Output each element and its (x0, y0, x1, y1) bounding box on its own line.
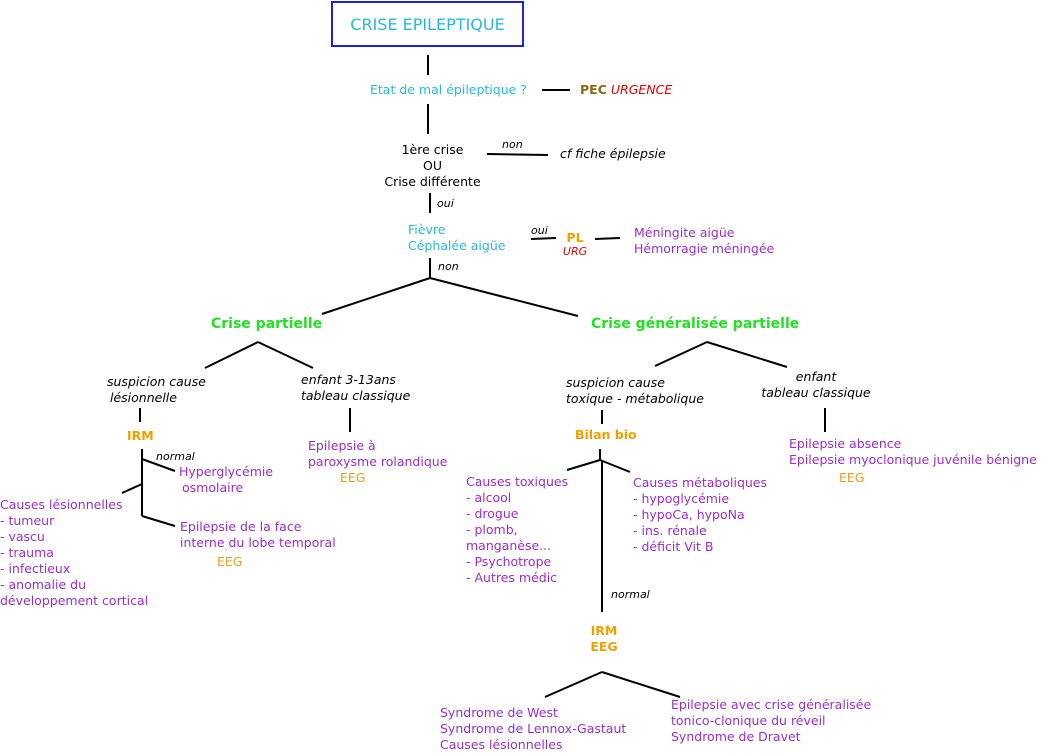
branch-line: toxique - métabolique (566, 391, 704, 406)
epilepsie-reveil-dravet: Epilepsie avec crise généralisée tonico-… (671, 697, 871, 745)
irm-eeg-label: IRM EEG (584, 623, 624, 655)
branch-line: suspicion cause (566, 375, 665, 390)
cause-line: - infectieux (0, 561, 71, 576)
rolandique-line: paroxysme rolandique (308, 454, 448, 469)
suspicion-lesionnelle: suspicion cause lésionnelle (107, 374, 206, 406)
q-etat-de-mal: Etat de mal épileptique ? (370, 82, 527, 97)
enfant-tableau-classique: enfant tableau classique (755, 369, 877, 401)
branch-line: tableau classique (761, 385, 871, 400)
causes-lesionnelles-list: Causes lésionnelles - tumeur - vascu - t… (0, 497, 148, 609)
page-title: CRISE EPILEPTIQUE (350, 14, 505, 34)
cause-line: - tumeur (0, 513, 55, 528)
irm-label-left: IRM (127, 428, 154, 443)
q-fievre-cephalee: Fièvre Céphalée aigüe (408, 222, 505, 254)
branch-line: enfant 3-13ans (301, 372, 396, 387)
eeg-label-absence: EEG (839, 470, 865, 485)
pec-label: PEC (580, 82, 607, 97)
cause-line: - vascu (0, 529, 45, 544)
q3-line: Céphalée aigüe (408, 238, 506, 253)
q2-line: OU (423, 158, 442, 173)
res2-line: tonico-clonique du réveil (671, 713, 826, 728)
q-premiere-crise: 1ère crise OU Crise différente (375, 142, 490, 190)
toxic-line: - plomb, (466, 522, 518, 537)
hyper-line: osmolaire (182, 480, 244, 495)
toxic-line: - drogue (466, 506, 519, 521)
metab-line: - hypoglycémie (633, 491, 730, 506)
eeg-label-face: EEG (217, 554, 243, 569)
causes-metaboliques-list: Causes métaboliques - hypoglycémie - hyp… (633, 475, 767, 555)
pl-urg: PL URG (560, 230, 590, 258)
toxic-line: - Autres médic (466, 570, 558, 585)
exam2-line: EEG (590, 639, 618, 654)
causes-toxiques-list: Causes toxiques - alcool - drogue - plom… (466, 474, 568, 586)
branch-line: tableau classique (301, 388, 411, 403)
metab-line: - ins. rénale (633, 523, 707, 538)
crise-generalisee-title: Crise généralisée partielle (591, 316, 800, 332)
q2-line: 1ère crise (401, 142, 464, 157)
branch-line: lésionnelle (110, 390, 177, 405)
res2-line: Syndrome de Dravet (671, 729, 801, 744)
face-line: Epilepsie de la face (180, 519, 302, 534)
pec-urgence: PEC URGENCE (580, 82, 672, 98)
metab-line: - hypoCa, hypoNa (633, 507, 745, 522)
branch-line: enfant (795, 369, 837, 384)
q3-result-line: Méningite aigüe (634, 225, 735, 240)
crise-partielle-title: Crise partielle (211, 316, 323, 332)
q3-line: Fièvre (408, 222, 446, 237)
q3-result-line: Hémorragie méningée (634, 241, 775, 256)
label-oui-2: oui (531, 224, 548, 237)
res1-line: Causes lésionnelles (440, 737, 563, 752)
meningite-result: Méningite aigüe Hémorragie méningée (634, 225, 774, 257)
toxic-line: Causes toxiques (466, 474, 569, 489)
label-oui-1: oui (437, 197, 454, 210)
eeg-label-rolandique: EEG (340, 470, 366, 485)
toxic-line: manganèse... (466, 538, 552, 553)
q2-line: Crise différente (384, 174, 481, 189)
absence-line: Epilepsie absence (789, 436, 902, 451)
epilepsie-absence-myoclonique: Epilepsie absence Epilepsie myoclonique … (789, 436, 1037, 468)
res2-line: Epilepsie avec crise généralisée (671, 697, 872, 712)
toxic-line: - Psychotrope (466, 554, 552, 569)
label-non-2: non (438, 260, 459, 273)
cause-line: développement cortical (0, 593, 149, 608)
cause-line: Causes lésionnelles (0, 497, 123, 512)
enfant-3-13ans: enfant 3-13ans tableau classique (301, 372, 410, 404)
pl-label: PL (566, 230, 584, 245)
epilepsie-face-interne: Epilepsie de la face interne du lobe tem… (180, 519, 336, 551)
hyper-line: Hyperglycémie (179, 464, 274, 479)
absence-line: Epilepsie myoclonique juvénile bénigne (789, 452, 1037, 467)
rolandique-line: Epilepsie à (308, 438, 376, 453)
exam2-line: IRM (590, 623, 618, 638)
bilan-bio-label: Bilan bio (575, 427, 637, 442)
branch-line: suspicion cause (107, 374, 206, 389)
res1-line: Syndrome de West (440, 705, 558, 720)
metab-line: Causes métaboliques (633, 475, 768, 490)
face-line: interne du lobe temporal (180, 535, 336, 550)
syndromes-west-lennox: Syndrome de West Syndrome de Lennox-Gast… (440, 705, 626, 753)
label-non-1: non (502, 138, 523, 151)
title-box: CRISE EPILEPTIQUE (331, 1, 524, 47)
cause-line: - trauma (0, 545, 54, 560)
cf-fiche-epilepsie: cf fiche épilepsie (560, 146, 666, 161)
urg-label: URG (562, 245, 588, 258)
label-normal-left: normal (156, 450, 195, 463)
metab-line: - déficit Vit B (633, 539, 714, 554)
suspicion-toxique: suspicion cause toxique - métabolique (566, 375, 704, 407)
epilepsie-rolandique: Epilepsie à paroxysme rolandique (308, 438, 447, 470)
label-normal-right: normal (611, 588, 650, 601)
urgence-label: URGENCE (610, 82, 673, 97)
cause-line: - anomalie du (0, 577, 87, 592)
hyperglycemie-result: Hyperglycémie osmolaire (179, 464, 273, 496)
res1-line: Syndrome de Lennox-Gastaut (440, 721, 627, 736)
toxic-line: - alcool (466, 490, 512, 505)
